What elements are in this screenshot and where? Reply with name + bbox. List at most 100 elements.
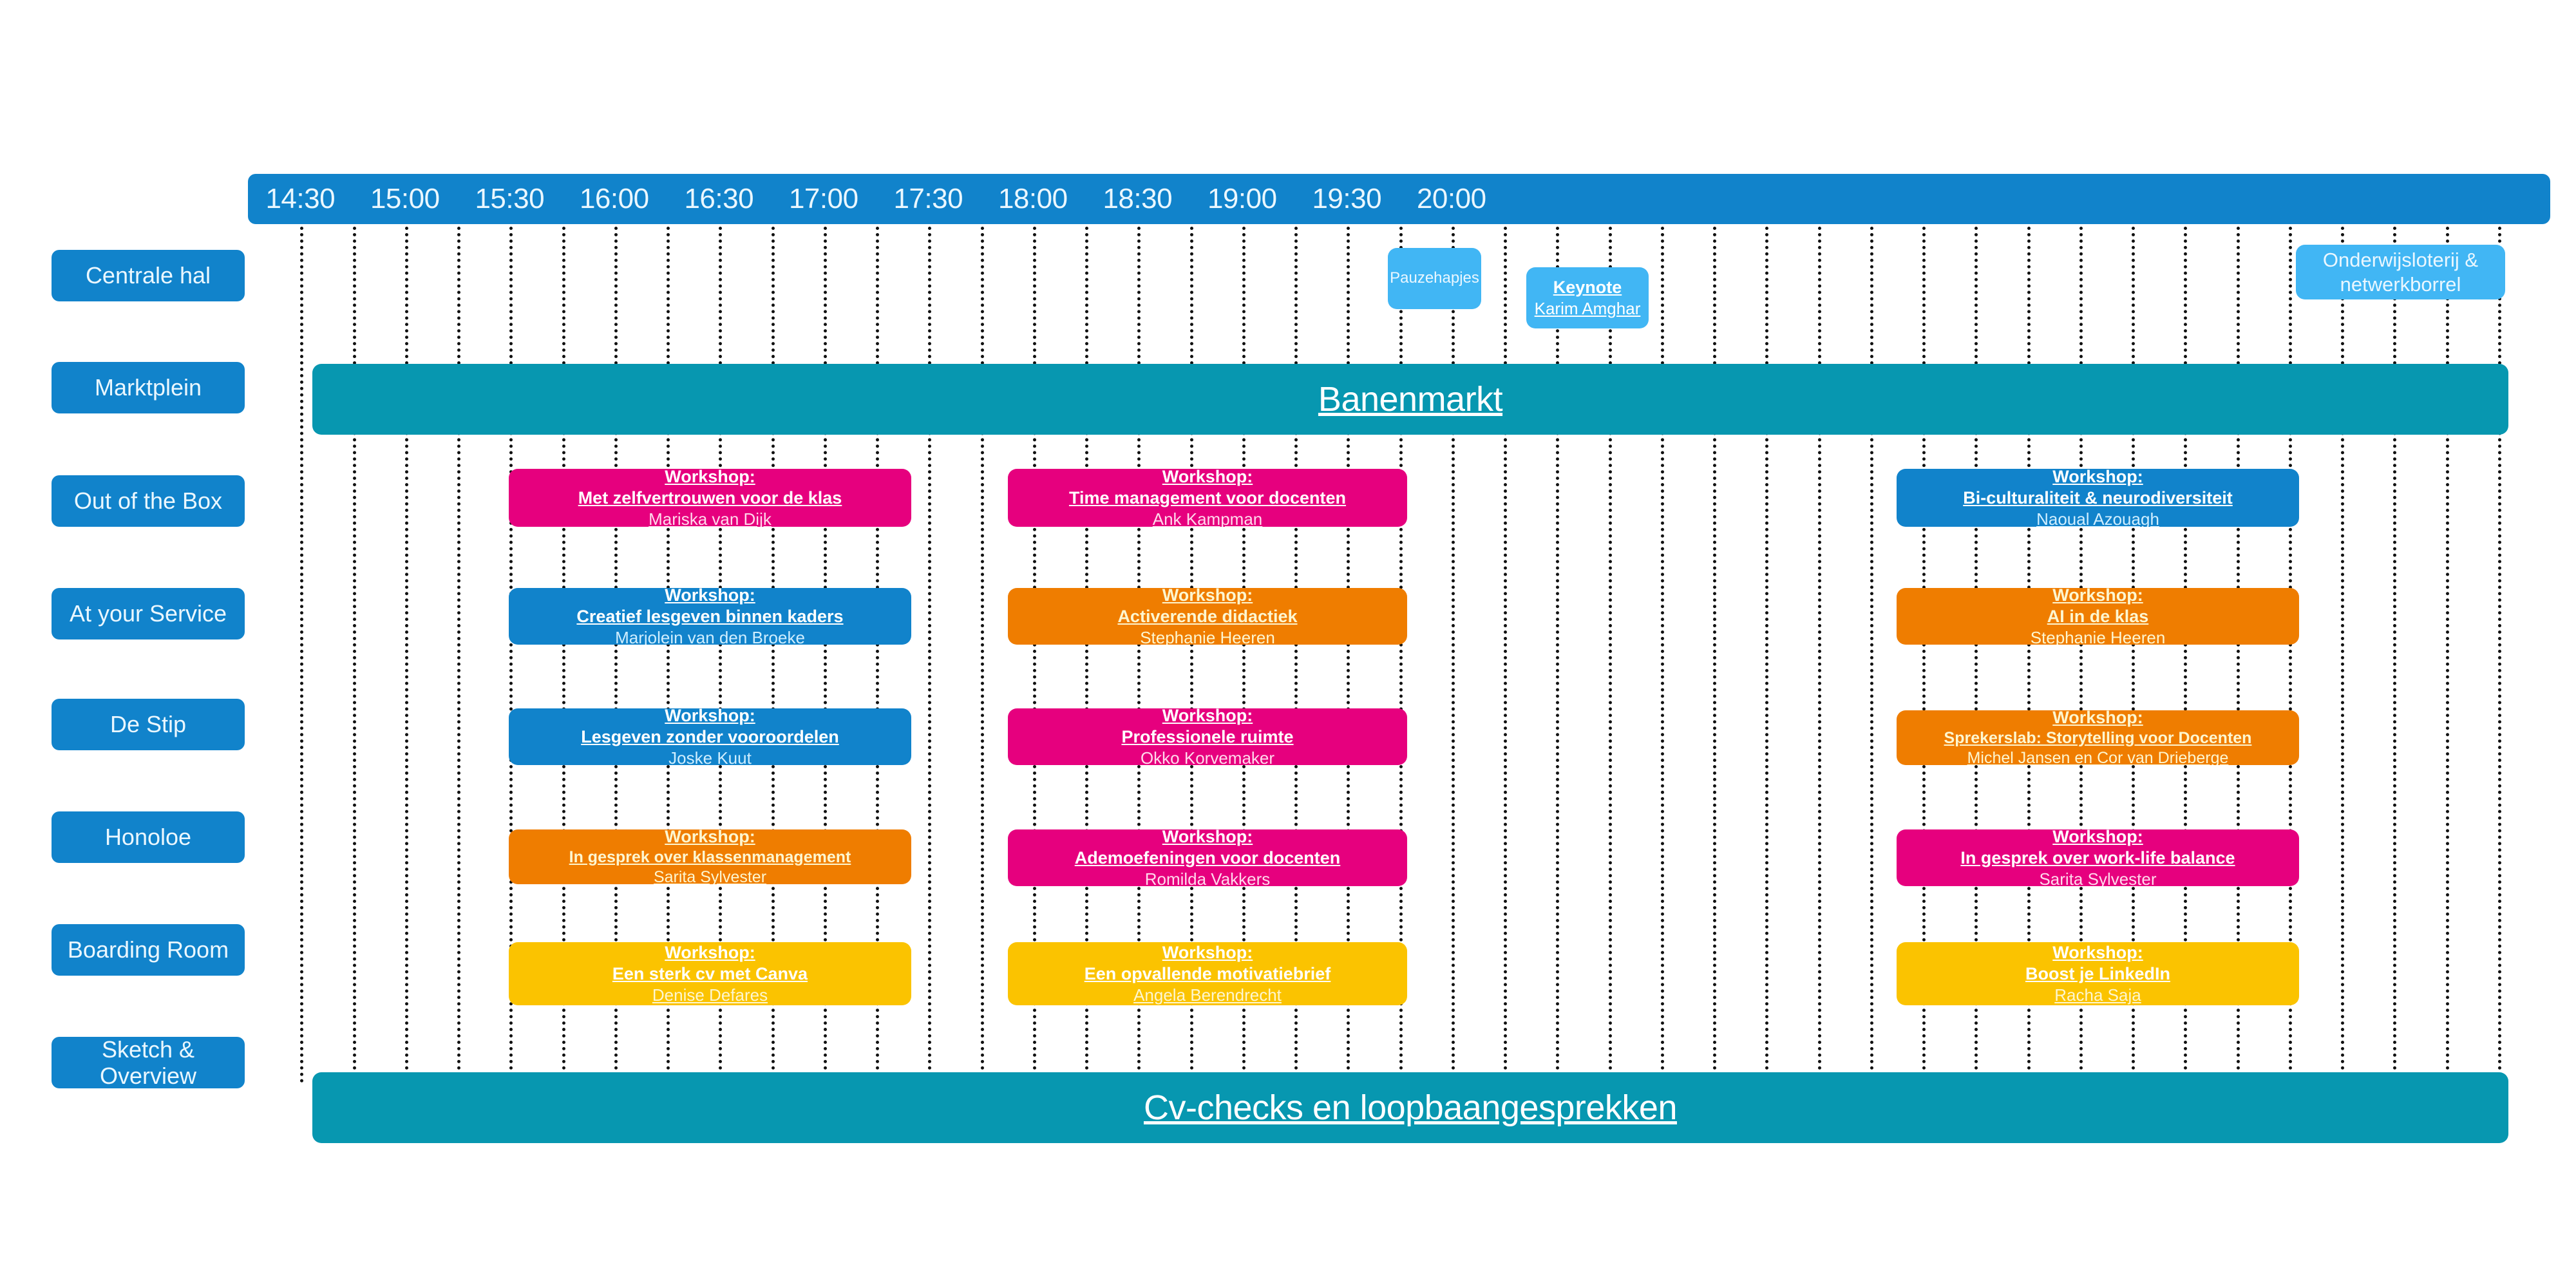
session-title: Creatief lesgeven binnen kaders (576, 606, 844, 626)
session-title: Met zelfvertrouwen voor de klas (578, 488, 842, 507)
room-label-text: Centrale hal (85, 262, 211, 289)
gridline (1870, 227, 1873, 1083)
gridline (509, 227, 513, 1083)
session-speaker: Naoual Azouagh (2036, 509, 2159, 527)
time-tick-label: 19:00 (1207, 183, 1277, 214)
session-block[interactable]: Workshop:In gesprek over klassenmanageme… (509, 829, 911, 884)
session-kicker: Workshop: (2052, 710, 2143, 728)
gridline (1189, 227, 1193, 1083)
session-title: In gesprek over work-life balance (1960, 848, 2235, 867)
session-title: Sprekerslab: Storytelling voor Docenten (1944, 729, 2252, 748)
gridline (352, 227, 356, 1083)
room-label-centrale-hal[interactable]: Centrale hal (52, 250, 245, 301)
session-speaker: Sarita Sylvester (653, 867, 767, 884)
room-label-text: Sketch & Overview (99, 1036, 197, 1089)
session-kicker: Workshop: (2052, 829, 2143, 846)
gridline (2132, 227, 2135, 1083)
room-label-text: Out of the Box (73, 488, 223, 515)
session-kicker: Workshop: (1162, 469, 1253, 486)
room-label-marktplein[interactable]: Marktplein (52, 362, 245, 413)
session-kicker: Workshop: (665, 829, 755, 847)
time-tick-label: 16:00 (579, 183, 649, 214)
session-kicker: Workshop: (2052, 588, 2143, 605)
session-speaker: Racha Saja (2054, 985, 2141, 1005)
time-tick-label: 18:30 (1103, 183, 1173, 214)
session-kicker: Workshop: (2052, 942, 2143, 962)
session-block[interactable]: Workshop: In gesprek over work-life balan… (1897, 829, 2299, 886)
session-speaker: Ank Kampman (1152, 509, 1263, 527)
room-label-text: Boarding Room (67, 936, 229, 963)
session-speaker: Denise Defares (652, 985, 768, 1005)
session-kicker: Workshop: (665, 469, 755, 486)
session-block[interactable]: Pauzehapjes (1388, 248, 1481, 309)
session-block[interactable]: Onderwijsloterij & netwerkborrel (2296, 245, 2505, 299)
gridline (823, 227, 827, 1083)
session-title: Ademoefeningen voor docenten (1074, 848, 1341, 867)
gridline (2236, 227, 2240, 1083)
session-kicker: Workshop: (1162, 588, 1253, 605)
session-speaker: Okko Korvemaker (1140, 748, 1275, 765)
session-block[interactable]: Cv-checks en loopbaangesprekken (312, 1072, 2508, 1143)
session-speaker: Stephanie Heeren (1140, 627, 1275, 645)
session-title: Bi-culturaliteit & neurodiversiteit (1963, 488, 2233, 507)
gridline (1137, 227, 1141, 1083)
gridline (1556, 227, 1560, 1083)
session-speaker: Mariska van Dijk (649, 509, 772, 527)
session-block[interactable]: Banenmarkt (312, 364, 2508, 435)
session-banner-title: Cv-checks en loopbaangesprekken (1143, 1088, 1678, 1127)
room-label-text: Honoloe (104, 824, 192, 851)
session-speaker: Angela Berendrecht (1133, 985, 1282, 1005)
gridline (2393, 227, 2397, 1083)
gridline (1817, 227, 1821, 1083)
room-label-boarding-room[interactable]: Boarding Room (52, 924, 245, 976)
time-tick-label: 20:00 (1416, 183, 1486, 214)
session-title: Een opvallende motivatiebrief (1084, 963, 1331, 983)
session-kicker: Workshop: (665, 588, 755, 605)
gridline (1242, 227, 1245, 1083)
session-block[interactable]: Workshop: Bi-culturaliteit & neurodiversi… (1897, 469, 2299, 527)
gridline (719, 227, 723, 1083)
session-speaker: Karim Amghar (1534, 298, 1641, 318)
gridline (1975, 227, 1978, 1083)
time-tick-label: 18:00 (998, 183, 1068, 214)
gridline (1922, 227, 1926, 1083)
room-label-de-stip[interactable]: De Stip (52, 699, 245, 750)
session-plain-title: Onderwijsloterij & netwerkborrel (2322, 248, 2479, 296)
room-label-sketch-overview[interactable]: Sketch & Overview (52, 1036, 245, 1089)
session-block[interactable]: Workshop: Met zelfvertrouwen voor de klas… (509, 469, 911, 527)
time-tick-label: 15:30 (475, 183, 545, 214)
gridline (2288, 227, 2292, 1083)
session-block[interactable]: Workshop:Sprekerslab: Storytelling voor … (1897, 710, 2299, 765)
session-title: Een sterk cv met Canva (612, 963, 808, 983)
session-kicker: Workshop: (665, 942, 755, 962)
time-tick-label: 19:30 (1312, 183, 1382, 214)
gridline (771, 227, 775, 1083)
room-label-at-your-service[interactable]: At your Service (52, 588, 245, 639)
session-title: Activerende didactiek (1117, 606, 1298, 626)
gridline (2445, 227, 2449, 1083)
session-kicker: Workshop: (2052, 469, 2143, 486)
room-label-out-of-the-box[interactable]: Out of the Box (52, 475, 245, 527)
session-kicker: Workshop: (1162, 829, 1253, 846)
session-title: Time management voor docenten (1068, 488, 1347, 507)
session-speaker: Sarita Sylvester (2039, 869, 2157, 886)
session-speaker: Stephanie Heeren (2030, 627, 2166, 645)
session-kicker: Workshop: (1162, 708, 1253, 725)
room-label-text: Marktplein (94, 374, 202, 401)
time-tick-label: 16:30 (684, 183, 754, 214)
gridline (1294, 227, 1298, 1083)
gridline (667, 227, 670, 1083)
session-block[interactable]: Workshop:Creatief lesgeven binnen kaders… (509, 588, 911, 645)
time-tick-label: 14:30 (265, 183, 336, 214)
room-label-honoloe[interactable]: Honoloe (52, 811, 245, 863)
